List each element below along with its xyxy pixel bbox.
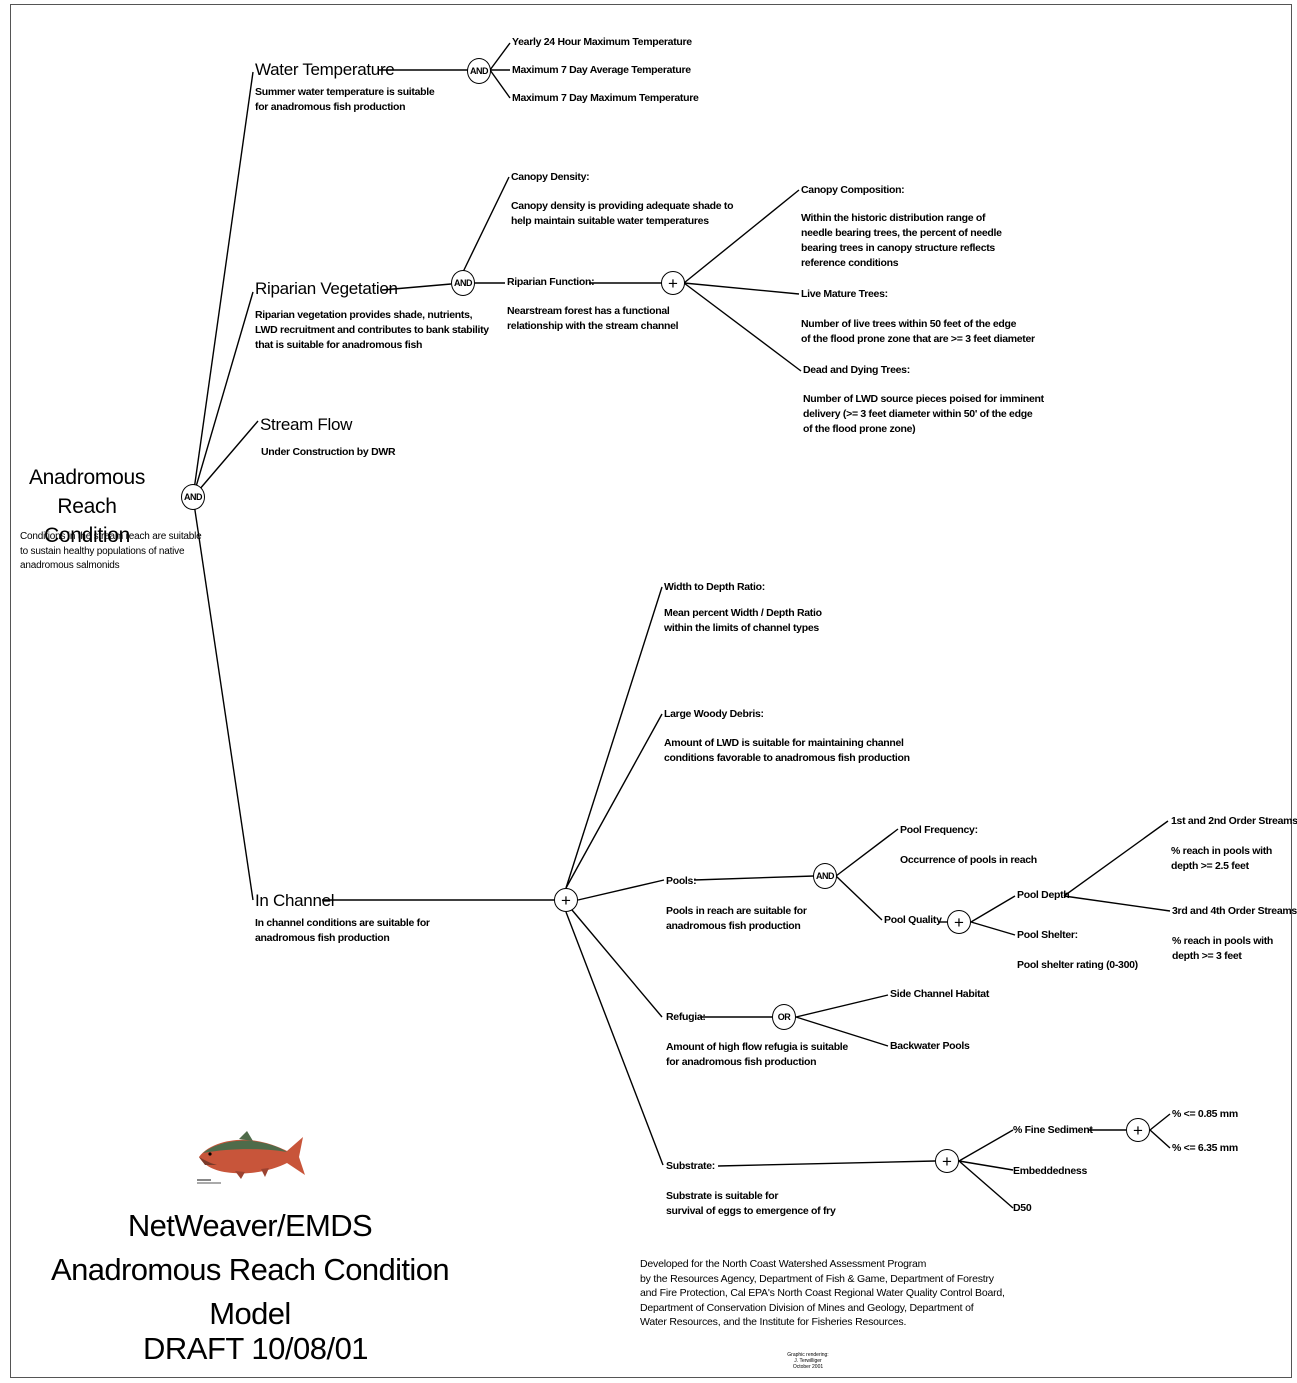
fine-sediment-635mm: % <= 6.35 mm [1172,1142,1238,1154]
lwd-description: Amount of LWD is suitable for maintainin… [664,737,910,764]
backwater-pools: Backwater Pools [890,1040,970,1052]
water-temp-and-node: AND [467,58,491,84]
order-1-2-streams-description: % reach in pools with depth >= 2.5 feet [1171,845,1273,872]
d50-label: D50 [1013,1202,1032,1214]
pool-depth-label: Pool Depth [1017,889,1070,901]
root-title: Anadromous Reach Condition [28,466,146,547]
pool-frequency-description: Occurrence of pools in reach [900,854,1037,866]
salmon-illustration [197,1131,305,1184]
riparian-label: Riparian Vegetation [255,279,398,298]
width-depth-label: Width to Depth Ratio: [664,581,765,593]
pool-quality-plus-node: + [947,910,971,934]
live-mature-trees-description: Number of live trees within 50 feet of t… [801,318,1035,345]
in-channel-label: In Channel [255,891,335,910]
order-1-2-streams-label: 1st and 2nd Order Streams: [1171,815,1297,827]
connector-in-channel [192,496,254,901]
side-channel-habitat: Side Channel Habitat [890,988,990,1000]
diagram-frame [10,4,1292,1378]
connector-stream-flow [192,420,259,498]
credits-text: Developed for the North Coast Watershed … [640,1258,1005,1328]
pool-shelter-description: Pool shelter rating (0-300) [1017,959,1138,971]
embeddedness-label: Embeddedness [1013,1165,1088,1177]
water-temp-description: Summer water temperature is suitable for… [255,86,435,113]
pools-label: Pools: [666,875,697,887]
in-channel-description: In channel conditions are suitable for a… [255,917,430,944]
substrate-plus-node: + [935,1149,959,1173]
root-and-node: AND [181,484,205,510]
in-channel-plus-node: + [554,888,578,912]
canopy-composition-label: Canopy Composition: [801,184,905,196]
refugia-label: Refugia: [666,1011,706,1023]
riparian-function-plus-node: + [661,271,685,295]
dead-dying-trees-label: Dead and Dying Trees: [803,364,910,376]
canopy-composition-description: Within the historic distribution range o… [801,212,1002,269]
yearly-24h-max-temp: Yearly 24 Hour Maximum Temperature [512,36,692,48]
riparian-and-node: AND [451,270,475,296]
connector-riparian [192,291,254,498]
root-description: Conditions in the stream reach are suita… [20,531,202,571]
refugia-description: Amount of high flow refugia is suitable … [666,1041,848,1068]
canopy-density-description: Canopy density is providing adequate sha… [511,200,734,227]
water-temp-label: Water Temperature [255,60,395,79]
riparian-function-description: Nearstream forest has a functional relat… [507,305,679,332]
fine-sediment-label: % Fine Sediment [1013,1124,1093,1136]
riparian-function-label: Riparian Function: [507,276,595,288]
stream-flow-description: Under Construction by DWR [261,446,396,458]
max-7day-max-temp: Maximum 7 Day Maximum Temperature [512,92,699,104]
lwd-label: Large Woody Debris: [664,708,764,720]
max-7day-avg-temp: Maximum 7 Day Average Temperature [512,64,691,76]
connector-water-temp [192,71,254,498]
substrate-description: Substrate is suitable for survival of eg… [666,1190,836,1217]
pools-and-node: AND [813,863,837,889]
draft-date: DRAFT 10/08/01 [143,1331,369,1366]
width-depth-description: Mean percent Width / Depth Ratio within … [664,607,822,634]
model-title: NetWeaver/EMDS Anadromous Reach Conditio… [51,1208,450,1331]
pool-shelter-label: Pool Shelter: [1017,929,1078,941]
stream-flow-label: Stream Flow [260,415,353,434]
canopy-density-label: Canopy Density: [511,171,590,183]
fine-sediment-085mm: % <= 0.85 mm [1172,1108,1238,1120]
refugia-or-node: OR [772,1004,796,1030]
order-3-4-streams-label: 3rd and 4th Order Streams: [1172,905,1297,917]
substrate-label: Substrate: [666,1160,715,1172]
pool-quality-label: Pool Quality [884,914,942,926]
graphic-rendering-credit: Graphic rendering: J. Terwilliger Octobe… [787,1352,829,1370]
order-3-4-streams-description: % reach in pools with depth >= 3 feet [1172,935,1274,962]
riparian-description: Riparian vegetation provides shade, nutr… [255,309,489,351]
live-mature-trees-label: Live Mature Trees: [801,288,888,300]
pools-description: Pools in reach are suitable for anadromo… [666,905,807,932]
pool-frequency-label: Pool Frequency: [900,824,978,836]
fine-sediment-plus-node: + [1126,1118,1150,1142]
dead-dying-trees-description: Number of LWD source pieces poised for i… [803,393,1044,435]
